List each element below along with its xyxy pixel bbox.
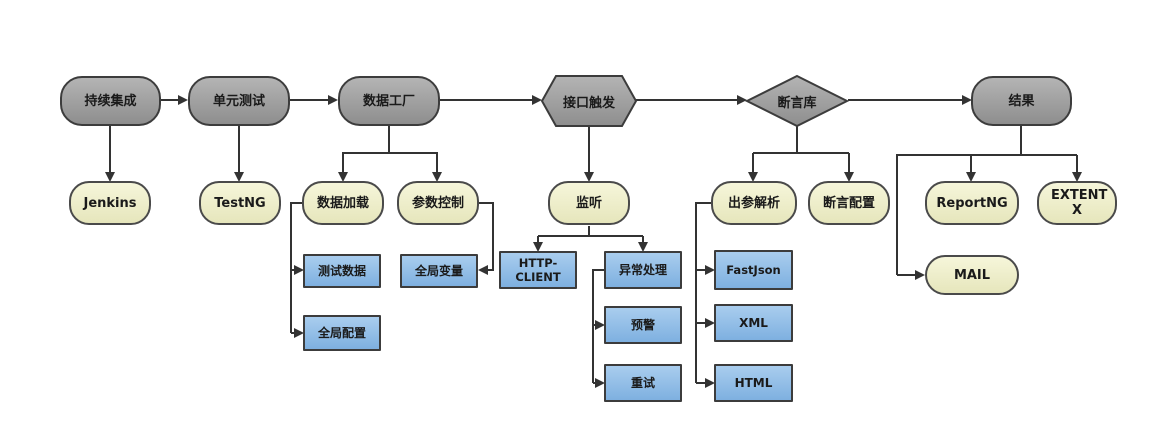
node-param-control[interactable]: 参数控制 <box>397 181 479 225</box>
node-reportng[interactable]: ReportNG <box>925 181 1019 225</box>
node-global-vars[interactable]: 全局变量 <box>400 254 478 288</box>
node-global-config[interactable]: 全局配置 <box>303 315 381 351</box>
node-extentx-label: EXTENT X <box>1051 188 1108 218</box>
node-global-config-label: 全局配置 <box>317 325 366 340</box>
node-assertion-lib-shape <box>745 74 849 128</box>
node-assertion-lib[interactable]: 断言库 <box>745 74 849 128</box>
node-assert-config[interactable]: 断言配置 <box>808 181 890 225</box>
node-data-factory[interactable]: 数据工厂 <box>338 76 440 126</box>
node-html-label: HTML <box>734 375 773 390</box>
branch-data-loading <box>290 202 302 333</box>
node-data-loading[interactable]: 数据加载 <box>302 181 384 225</box>
node-unit-test[interactable]: 单元测试 <box>188 76 290 126</box>
node-global-vars-label: 全局变量 <box>414 263 463 278</box>
node-html[interactable]: HTML <box>714 364 793 402</box>
node-listen-label: 监听 <box>575 195 602 211</box>
node-api-trigger-shape <box>540 75 638 127</box>
node-mail[interactable]: MAIL <box>925 255 1019 295</box>
branch-listen <box>538 226 643 237</box>
node-xml-label: XML <box>739 315 768 330</box>
node-exception-label: 异常处理 <box>618 262 667 277</box>
node-test-data[interactable]: 测试数据 <box>303 254 381 288</box>
branch-output-parse <box>695 202 711 383</box>
node-reportng-label: ReportNG <box>936 195 1008 211</box>
node-fastjson-label: FastJson <box>726 263 781 277</box>
node-testng[interactable]: TestNG <box>199 181 281 225</box>
node-retry-label: 重试 <box>630 375 655 390</box>
node-ci-label: 持续集成 <box>84 93 137 109</box>
node-api-trigger-label: 接口触发 <box>562 95 615 111</box>
node-output-parse[interactable]: 出参解析 <box>711 181 797 225</box>
node-http-client[interactable]: HTTP-CLIENT <box>499 251 577 289</box>
node-warning[interactable]: 预警 <box>604 306 682 344</box>
node-output-parse-label: 出参解析 <box>727 195 780 211</box>
node-extentx[interactable]: EXTENT X <box>1037 181 1117 225</box>
node-result-label: 结果 <box>1008 93 1035 109</box>
branch-result <box>896 125 1077 275</box>
node-jenkins[interactable]: Jenkins <box>69 181 151 225</box>
node-retry[interactable]: 重试 <box>604 364 682 402</box>
node-exception[interactable]: 异常处理 <box>604 251 682 289</box>
node-param-control-label: 参数控制 <box>411 195 464 211</box>
node-http-client-label: HTTP-CLIENT <box>515 256 561 284</box>
branch-exception <box>592 269 604 383</box>
node-result[interactable]: 结果 <box>971 76 1072 126</box>
node-unit-test-label: 单元测试 <box>212 93 265 109</box>
node-assert-config-label: 断言配置 <box>822 195 875 211</box>
node-data-factory-label: 数据工厂 <box>362 93 415 109</box>
node-listen[interactable]: 监听 <box>548 181 630 225</box>
node-ci[interactable]: 持续集成 <box>60 76 161 126</box>
node-api-trigger[interactable]: 接口触发 <box>540 74 638 128</box>
branch-param-control <box>478 202 494 275</box>
node-warning-label: 预警 <box>630 317 655 332</box>
node-mail-label: MAIL <box>953 267 991 283</box>
branch-assert <box>753 125 849 154</box>
node-assertion-lib-label: 断言库 <box>777 95 817 111</box>
node-testng-label: TestNG <box>214 195 266 211</box>
branch-factory <box>342 126 438 178</box>
node-fastjson[interactable]: FastJson <box>714 250 793 290</box>
node-xml[interactable]: XML <box>714 304 793 342</box>
node-test-data-label: 测试数据 <box>317 263 366 278</box>
node-data-loading-label: 数据加载 <box>316 195 369 211</box>
node-jenkins-label: Jenkins <box>83 195 137 211</box>
